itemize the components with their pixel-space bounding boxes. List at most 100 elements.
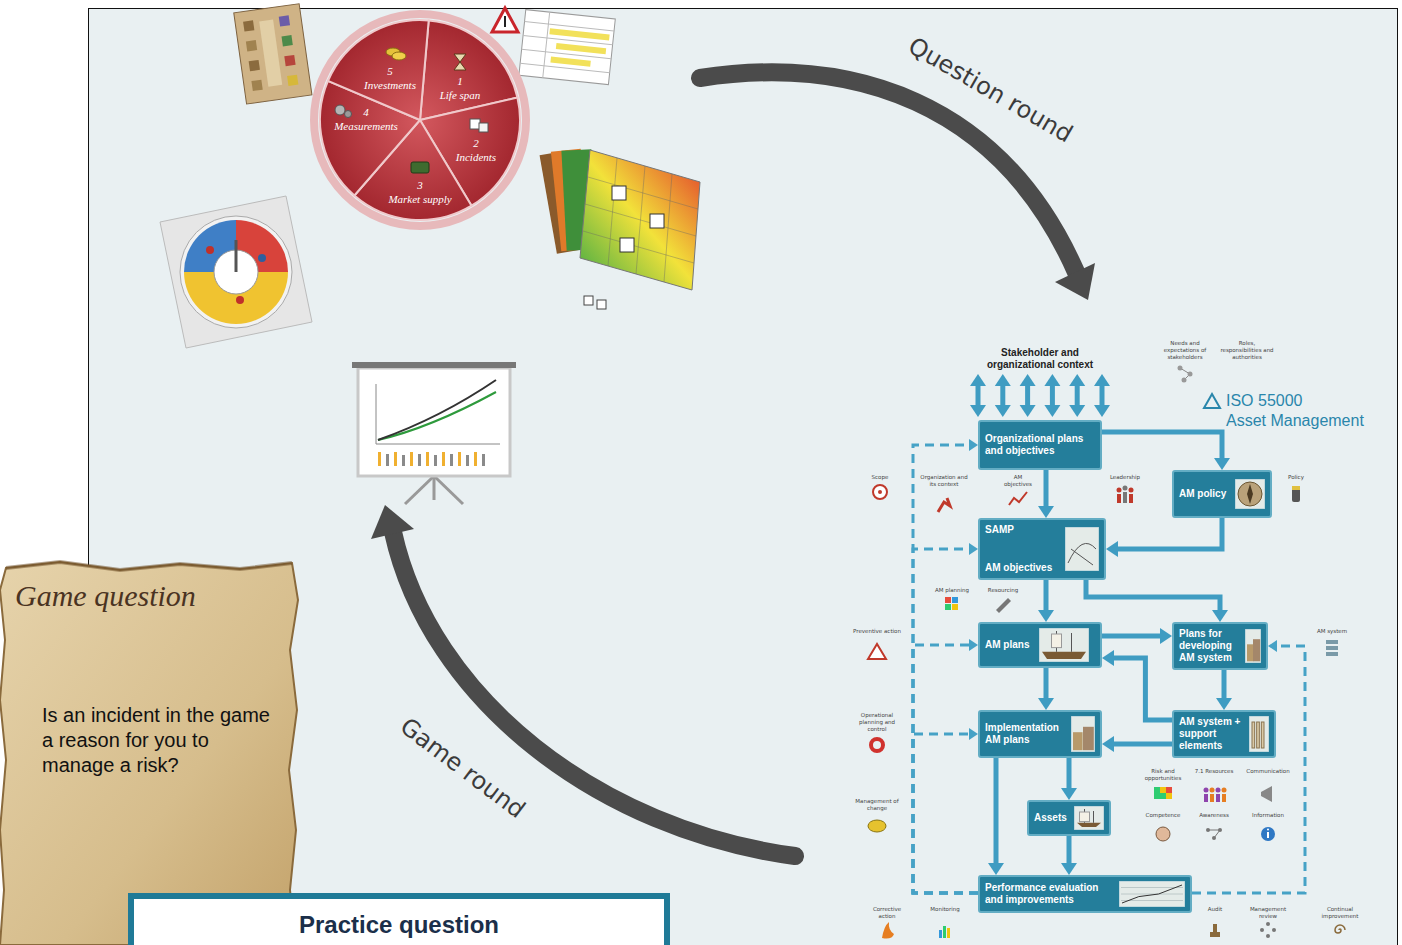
picture-ground xyxy=(1074,806,1104,830)
box-label: Implementation AM plans xyxy=(985,722,1067,746)
question-heading: Game question xyxy=(15,578,196,614)
iso-icons-part xyxy=(1266,934,1270,938)
schedule-photo-part xyxy=(556,43,606,54)
box-text-column: Assets xyxy=(1034,806,1070,830)
iso-icons-part xyxy=(1214,830,1220,838)
process-box: SAMPAM objectives xyxy=(978,518,1106,580)
presentation-easel-part xyxy=(418,454,421,466)
connector-line xyxy=(1113,658,1172,720)
box-label: Plans for developing AM system xyxy=(1179,628,1241,664)
arrow-head xyxy=(1038,610,1054,622)
connector-line xyxy=(1000,385,1005,406)
icon-caption: Policy xyxy=(1281,474,1311,481)
iso-icons-part xyxy=(1117,488,1122,493)
presentation-easel-part xyxy=(458,452,461,466)
icon-caption: AM system xyxy=(1312,628,1352,635)
connector xyxy=(1061,836,1077,875)
context-label: Stakeholder and organizational context xyxy=(970,347,1110,371)
picture-ground xyxy=(1249,716,1269,752)
presentation-easel-part xyxy=(402,455,405,466)
iso-icons-part xyxy=(1123,492,1127,503)
icon-caption: Communication xyxy=(1245,768,1291,775)
ship-sail xyxy=(1052,634,1062,648)
question-body: Is an incident in the game a reason for … xyxy=(42,703,282,778)
game-card-photo-part xyxy=(287,75,298,86)
wheel-part xyxy=(345,111,352,118)
arrow-head xyxy=(1038,506,1054,518)
board-game-photo-part xyxy=(180,216,292,328)
arrow-head xyxy=(1214,458,1230,470)
schedule-photo-part xyxy=(525,22,615,31)
iso-icons-part xyxy=(1160,787,1166,793)
iso-icons-part xyxy=(1188,372,1193,377)
iso-icons-part xyxy=(1178,366,1183,371)
arrow-head xyxy=(1069,374,1085,386)
chart-grid xyxy=(1121,894,1183,895)
box-picture xyxy=(1074,806,1104,830)
connector xyxy=(1102,432,1230,470)
iso-icons-part xyxy=(1261,786,1272,802)
box-text-column: AM plans xyxy=(985,628,1035,662)
icon-caption: Awareness xyxy=(1192,812,1236,819)
arrow-head xyxy=(969,543,978,555)
box-label: Assets xyxy=(1034,812,1070,824)
iso-icons-part xyxy=(945,597,951,603)
arrow-head xyxy=(1069,405,1085,417)
game-card-photo-part xyxy=(249,60,260,71)
connector xyxy=(988,758,1004,875)
risk-matrix-photo-part xyxy=(588,177,698,209)
segment-label: Life span xyxy=(440,88,481,102)
process-box: AM policy xyxy=(1172,470,1272,518)
connector-line xyxy=(1044,470,1049,507)
iso-icons-part xyxy=(878,490,882,494)
iso-icons-part xyxy=(871,739,883,751)
iso-icons-part xyxy=(952,604,958,610)
icon-caption: Roles, responsibilities and authorities xyxy=(1219,340,1275,361)
wheel-part xyxy=(479,123,488,132)
icon-caption: Leadership xyxy=(1105,474,1145,481)
question-body-area: Is an incident in the game a reason for … xyxy=(42,703,282,778)
segment-label: Measurements xyxy=(334,119,398,133)
presentation-easel-part xyxy=(434,455,437,466)
risk-matrix-photo-part xyxy=(584,296,593,305)
box-label: SAMP xyxy=(985,524,1061,536)
practice-title: Practice question xyxy=(134,899,664,939)
iso-icons-part xyxy=(1210,788,1215,793)
box-label: Performance evaluation and improvements xyxy=(985,882,1115,906)
box-picture xyxy=(1119,881,1185,907)
segment-label: 2 xyxy=(456,136,496,150)
iso-icons-part xyxy=(1210,932,1220,937)
picture-ground xyxy=(1065,527,1099,571)
process-box: Performance evaluation and improvements xyxy=(978,875,1192,913)
box-text-column: Implementation AM plans xyxy=(985,716,1067,752)
connector-line xyxy=(1025,385,1030,406)
risk-matrix-photo-part xyxy=(580,150,700,290)
icon-caption: Corrective action xyxy=(865,906,909,920)
board-game-photo-part xyxy=(235,240,238,272)
box-text-column: SAMPAM objectives xyxy=(985,524,1061,574)
connector xyxy=(1038,668,1054,710)
arrow-head xyxy=(1020,405,1036,417)
iso-icons-part xyxy=(1166,793,1172,799)
ship-sail xyxy=(1080,812,1090,822)
icon-caption: Information xyxy=(1246,812,1290,819)
question-round-arrow-part xyxy=(1055,263,1095,300)
connector xyxy=(1216,670,1232,710)
warning-sign xyxy=(492,8,518,32)
wheel-segment: 5Investments xyxy=(364,64,416,92)
schedule-photo-part xyxy=(550,56,590,66)
presentation-easel-part xyxy=(376,384,377,444)
iso-icons-part xyxy=(1208,830,1220,831)
box-text-column: AM policy xyxy=(1179,476,1231,512)
risk-matrix-photo-part xyxy=(650,214,664,228)
box-text-column: Organizational plans and objectives xyxy=(985,426,1095,464)
icon-caption: Operational planning and control xyxy=(853,712,901,733)
iso-icons-part xyxy=(1267,829,1269,831)
picture-ground xyxy=(1071,716,1095,752)
icon-caption: Management of change xyxy=(853,798,901,812)
connector xyxy=(1102,736,1172,752)
board-game-photo xyxy=(160,196,312,348)
presentation-easel-part xyxy=(394,452,397,466)
box-picture xyxy=(1235,479,1265,509)
